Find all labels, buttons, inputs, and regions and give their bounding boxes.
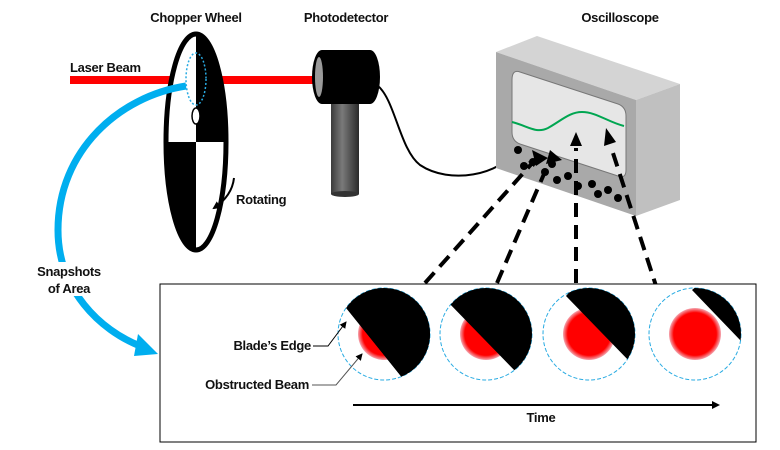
snapshot-1 <box>337 287 431 381</box>
snapshot-arrow-head-icon <box>134 334 158 356</box>
snapshots-label-line2: of Area <box>48 281 91 296</box>
photodetector <box>312 50 380 197</box>
laser-beam-label: Laser Beam <box>70 60 141 75</box>
blades-edge-pointer-icon <box>313 321 347 347</box>
oscilloscope-screen <box>511 70 627 178</box>
snapshots-label-line1: Snapshots <box>37 264 101 279</box>
obstructed-beam-label: Obstructed Beam <box>205 377 309 392</box>
blades-edge-label: Blade’s Edge <box>233 338 311 353</box>
rotating-arrow-icon <box>212 177 235 210</box>
obstructed-beam-pointer-icon <box>312 353 363 386</box>
rotating-label: Rotating <box>236 192 287 207</box>
oscilloscope-label: Oscilloscope <box>581 10 658 25</box>
snapshot-2 <box>439 287 533 381</box>
snapshot-4 <box>648 287 742 381</box>
photodetector-label: Photodetector <box>304 10 388 25</box>
scope-dots <box>514 146 622 202</box>
signal-trace <box>511 110 625 132</box>
time-label: Time <box>527 410 556 425</box>
detector-cable <box>377 85 517 177</box>
oscilloscope <box>496 36 680 216</box>
chopper-wheel-label: Chopper Wheel <box>150 10 241 25</box>
snapshot-arrow <box>54 82 187 350</box>
beam-area-outline <box>185 52 207 106</box>
chopper-wheel <box>163 31 229 253</box>
dashed-connectors <box>423 148 660 293</box>
